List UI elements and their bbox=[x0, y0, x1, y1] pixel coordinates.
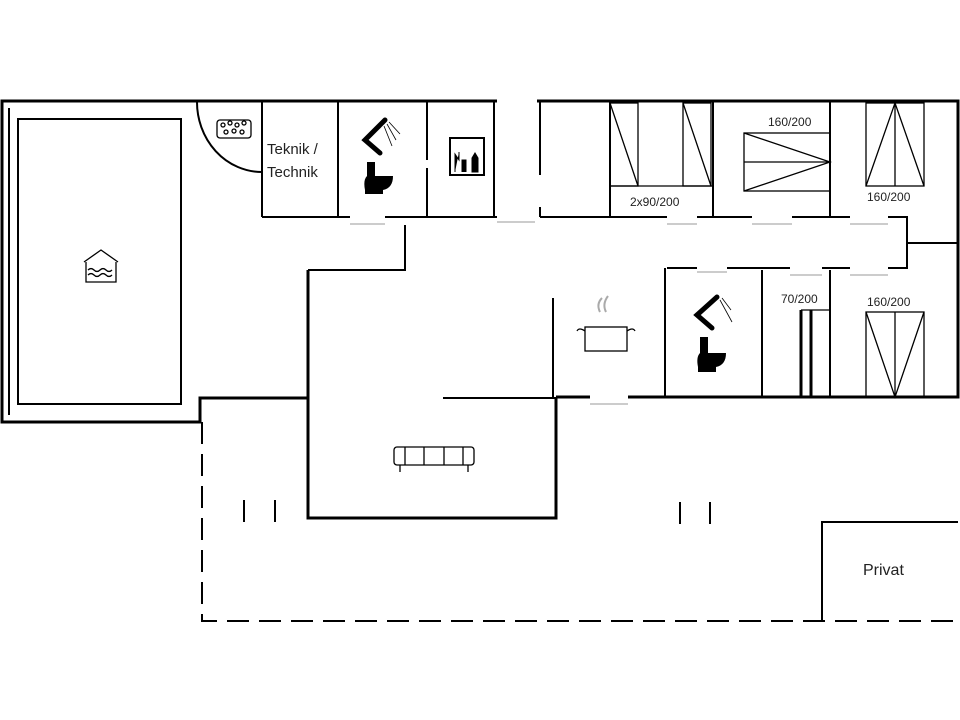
jacuzzi-icon bbox=[216, 119, 252, 139]
bed-160-right bbox=[865, 101, 925, 187]
toilet-icon bbox=[697, 337, 726, 372]
bed-2x90 bbox=[609, 102, 713, 187]
bed-label-160-200-a: 160/200 bbox=[768, 115, 812, 129]
room-label-technik-1: Teknik / bbox=[267, 141, 319, 158]
bed-label-160-200-b: 160/200 bbox=[867, 190, 911, 204]
sauna-icon bbox=[449, 137, 485, 176]
shower-icon bbox=[361, 117, 401, 156]
kitchen-pot-icon bbox=[576, 295, 636, 352]
bed-160-top bbox=[743, 132, 833, 192]
bed-label-160-200-c: 160/200 bbox=[867, 295, 911, 309]
terrace bbox=[201, 422, 958, 622]
bed-label-2x90-200: 2x90/200 bbox=[630, 195, 680, 209]
toilet-icon bbox=[364, 162, 393, 194]
room-label-technik-2: Technik bbox=[267, 164, 318, 181]
shower-icon bbox=[693, 294, 733, 331]
bed-label-70-200: 70/200 bbox=[781, 292, 818, 306]
bed-160-lower bbox=[865, 311, 925, 400]
pool bbox=[17, 118, 182, 405]
room-label-privat: Privat bbox=[863, 562, 904, 579]
walls bbox=[0, 99, 960, 520]
pool-icon bbox=[83, 249, 119, 283]
sofa-icon bbox=[393, 446, 475, 472]
bed-70 bbox=[799, 309, 830, 397]
